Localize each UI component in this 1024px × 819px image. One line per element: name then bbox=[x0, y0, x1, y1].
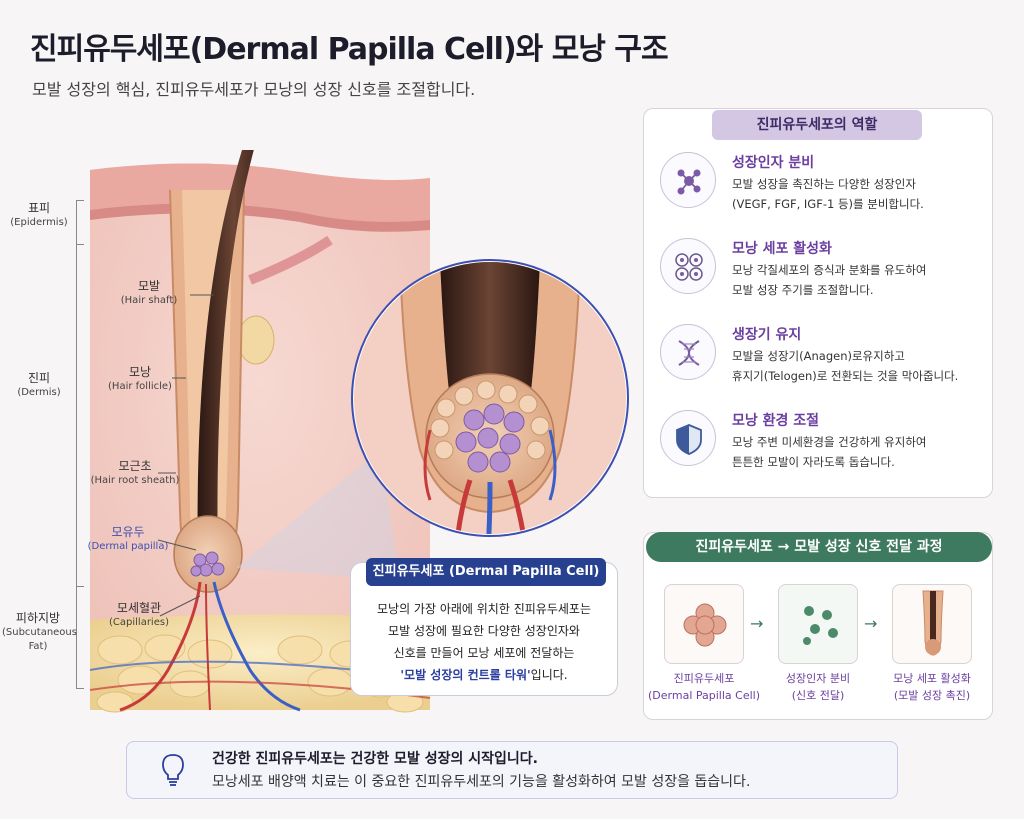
bracket-tick bbox=[76, 200, 84, 201]
flow-step-papilla-cell bbox=[664, 584, 744, 664]
role-title: 생장기 유지 bbox=[732, 327, 802, 343]
label-hair-follicle: 모낭(Hair follicle) bbox=[108, 365, 172, 393]
role-title: 성장인자 분비 bbox=[732, 155, 815, 171]
growth-factor-dots-icon bbox=[803, 606, 838, 645]
roles-panel-title: 진피유두세포의 역할 bbox=[712, 110, 922, 140]
summary-line-2: 모낭세포 배양액 치료는 이 중요한 진피유두세포의 기능을 활성화하여 모발 … bbox=[212, 774, 751, 790]
flow-panel-title: 진피유두세포 → 모발 성장 신호 전달 과정 bbox=[646, 532, 992, 562]
layer-subcutaneous-fat: 피하지방(Subcutaneous Fat) bbox=[2, 611, 77, 652]
flow-label: 모낭 세포 활성화(모발 성장 촉진) bbox=[893, 672, 971, 702]
bracket-tick bbox=[76, 688, 84, 689]
role-title: 모낭 환경 조절 bbox=[732, 413, 820, 429]
flow-label: 성장인자 분비(신호 전달) bbox=[785, 672, 851, 702]
molecule-icon bbox=[660, 152, 716, 208]
bracket-tick bbox=[76, 586, 84, 587]
shield-icon bbox=[660, 410, 716, 466]
page-subtitle: 모발 성장의 핵심, 진피유두세포가 모낭의 성장 신호를 조절합니다. bbox=[32, 80, 476, 99]
layer-bracket bbox=[76, 200, 77, 688]
role-desc: 모발 성장을 촉진하는 다양한 성장인자(VEGF, FGF, IGF-1 등)… bbox=[732, 177, 924, 211]
layer-epidermis: 표피(Epidermis) bbox=[10, 201, 68, 229]
label-hair-root-sheath: 모근초(Hair root sheath) bbox=[90, 459, 180, 487]
flow-step-follicle-activation bbox=[892, 584, 972, 664]
label-capillaries: 모세혈관(Capillaries) bbox=[109, 601, 169, 629]
flow-label: 진피유두세포(Dermal Papilla Cell) bbox=[648, 672, 760, 702]
summary-line-1: 건강한 진피유두세포는 건강한 모발 성장의 시작입니다. bbox=[212, 751, 538, 767]
bracket-tick bbox=[76, 244, 84, 245]
flow-arrow-icon: → bbox=[750, 614, 764, 633]
lightbulb-icon bbox=[162, 754, 184, 786]
follicle-illustration bbox=[89, 150, 629, 713]
callout-text: 모낭의 가장 아래에 위치한 진피유두세포는 모발 성장에 필요한 다양한 성장… bbox=[377, 602, 591, 682]
flow-step-growth-factor bbox=[778, 584, 858, 664]
role-item-growth-factor: 성장인자 분비 모발 성장을 촉진하는 다양한 성장인자(VEGF, FGF, … bbox=[660, 152, 990, 232]
follicle-mini-icon bbox=[922, 590, 944, 656]
role-title: 모낭 세포 활성화 bbox=[732, 241, 832, 257]
layer-dermis: 진피(Dermis) bbox=[17, 371, 61, 399]
flow-arrow-icon: → bbox=[864, 614, 878, 633]
label-hair-shaft: 모발(Hair shaft) bbox=[120, 279, 178, 307]
label-dermal-papilla: 모유두(Dermal papilla) bbox=[87, 525, 169, 553]
papilla-cells-icon bbox=[683, 603, 727, 647]
cells-icon bbox=[660, 238, 716, 294]
callout-title: 진피유두세포 (Dermal Papilla Cell) bbox=[366, 558, 606, 586]
summary-banner bbox=[126, 741, 898, 799]
page-title: 진피유두세포(Dermal Papilla Cell)와 모낭 구조 bbox=[30, 32, 669, 67]
dna-icon bbox=[660, 324, 716, 380]
